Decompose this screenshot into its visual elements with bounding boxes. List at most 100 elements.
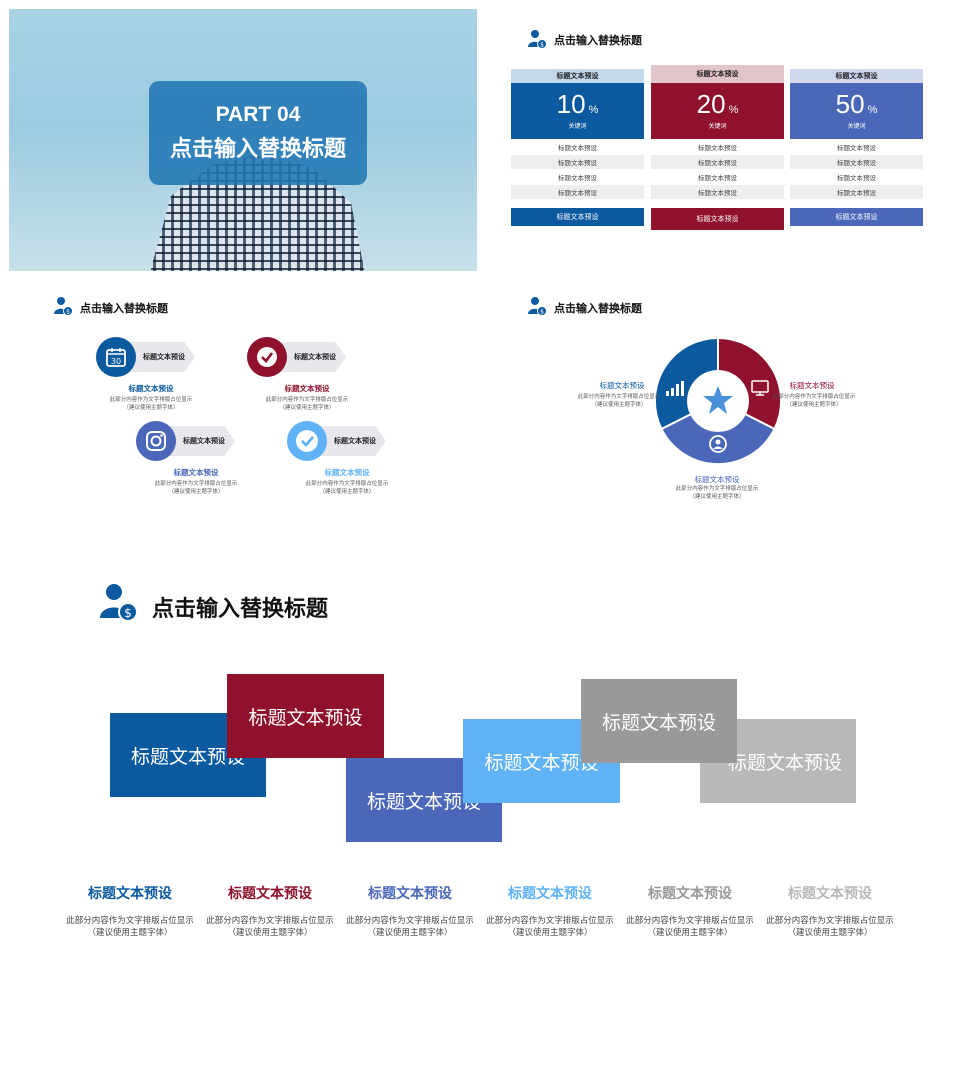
ribbon-box-6: 标题文本预设 <box>700 719 856 803</box>
column-header: 标题文本预设 <box>790 69 923 83</box>
item-title: 标题文本预设 <box>284 384 330 393</box>
person-dollar-icon: $ <box>54 297 73 316</box>
value-unit: % <box>588 104 599 116</box>
value-unit: % <box>728 104 739 116</box>
item-title: 标题文本预设 <box>173 468 219 477</box>
ribbon-label: 标题文本预设 <box>601 712 716 734</box>
bar-chart-icon <box>666 381 684 396</box>
value-number: 10 <box>556 89 586 119</box>
value-number: 50 <box>835 89 865 119</box>
desc-line: 此部分内容作为文字排版占位显示 <box>206 915 334 925</box>
desc-line: 此部分内容作为文字排版占位显示 <box>577 394 661 400</box>
star-icon <box>703 386 733 414</box>
svg-text:$: $ <box>124 606 132 620</box>
desc-line: 此部分内容作为文字排版占位显示 <box>265 397 349 403</box>
svg-text:$: $ <box>540 42 544 49</box>
desc-line: 此部分内容作为文字排版占位显示 <box>66 915 194 925</box>
column-value-block: 10% 关键词 <box>511 83 644 139</box>
arrow-label: 标题文本预设 <box>183 438 225 445</box>
step-title-4: 标题文本预设 <box>508 885 592 901</box>
column-row: 标题文本预设 <box>511 170 644 184</box>
ribbon-label: 标题文本预设 <box>248 707 363 729</box>
keyword-label: 关键词 <box>708 124 727 130</box>
ribbon-box-2: 标题文本预设 <box>227 674 384 758</box>
instagram-icon <box>136 421 176 461</box>
ring-segment-periwinkle <box>660 412 776 466</box>
desc-line: 此部分内容作为文字排版占位显示 <box>626 915 754 925</box>
desc-line: 此部分内容作为文字排版占位显示 <box>305 481 389 487</box>
column-header: 标题文本预设 <box>511 69 644 83</box>
desc-line: （建议使用主题字体） <box>319 489 375 495</box>
keyword-label: 关键词 <box>568 124 587 130</box>
slide-ribbon-steps: $ 点击输入替换标题 标题文本预设 标题文本预设 标题文本预设 标题文本预设 标… <box>0 550 960 1084</box>
step-desc-2: 此部分内容作为文字排版占位显示 （建议使用主题字体） <box>200 914 340 938</box>
monitor-icon <box>751 380 769 396</box>
svg-text:$: $ <box>540 309 544 316</box>
svg-text:$: $ <box>66 309 70 316</box>
slide-part-cover: PART 04 点击输入替换标题 <box>9 9 477 271</box>
desc-line: （建议使用主题字体） <box>786 402 842 408</box>
desc-line: （建议使用主题字体） <box>227 927 313 937</box>
column-header: 标题文本预设 <box>651 65 784 83</box>
ribbon-label: 标题文本预设 <box>366 791 481 813</box>
column-footer: 标题文本预设 <box>511 208 644 226</box>
desc-line: （建议使用主题字体） <box>87 927 173 937</box>
arrow-label: 标题文本预设 <box>294 354 336 361</box>
slide-title: 点击输入替换标题 <box>152 596 329 621</box>
column-row: 标题文本预设 <box>790 155 923 169</box>
keyword-label: 关键词 <box>847 124 866 130</box>
desc-line: （建议使用主题字体） <box>507 927 593 937</box>
step-desc-1: 此部分内容作为文字排版占位显示 （建议使用主题字体） <box>60 914 200 938</box>
ribbon-box-5: 标题文本预设 <box>581 679 737 763</box>
ring-label-left: 标题文本预设 <box>599 381 645 390</box>
check-circle-icon <box>247 337 287 377</box>
desc-line: 此部分内容作为文字排版占位显示 <box>675 486 759 492</box>
desc-line: （建议使用主题字体） <box>123 405 179 411</box>
svg-text:30: 30 <box>111 357 121 366</box>
part-label: PART 04 <box>215 103 301 126</box>
slide-title: 点击输入替换标题 <box>554 35 642 47</box>
ring-label-bottom: 标题文本预设 <box>694 475 740 484</box>
ring-segment-red <box>717 336 782 431</box>
person-dollar-icon: $ <box>528 297 547 316</box>
slide-title: 点击输入替换标题 <box>554 303 642 315</box>
value-number: 20 <box>696 89 726 119</box>
item-desc: 此部分内容作为文字排版占位显示（建议使用主题字体） <box>146 480 246 496</box>
ring-label-right: 标题文本预设 <box>789 381 835 390</box>
column-row: 标题文本预设 <box>790 170 923 184</box>
ring-desc-bottom: 此部分内容作为文字排版占位显示 （建议使用主题字体） <box>667 485 767 501</box>
cover-title: 点击输入替换标题 <box>169 136 346 161</box>
arrow-label: 标题文本预设 <box>334 438 376 445</box>
desc-line: （建议使用主题字体） <box>591 402 647 408</box>
item-desc: 此部分内容作为文字排版占位显示 （建议使用主题字体） <box>101 396 201 412</box>
person-dollar-icon: $ <box>528 30 547 49</box>
step-title-5: 标题文本预设 <box>648 885 732 901</box>
step-desc-6: 此部分内容作为文字排版占位显示（建议使用主题字体） <box>760 914 900 938</box>
column-row: 标题文本预设 <box>511 155 644 169</box>
step-title-3: 标题文本预设 <box>368 885 452 901</box>
person-dollar-icon: $ <box>100 584 138 622</box>
step-title-2: 标题文本预设 <box>228 885 312 901</box>
column-row: 标题文本预设 <box>790 140 923 154</box>
desc-line: 此部分内容作为文字排版占位显示 <box>109 397 193 403</box>
desc-line: 此部分内容作为文字排版占位显示 <box>766 915 894 925</box>
ring-chart <box>654 336 782 466</box>
column-row: 标题文本预设 <box>790 185 923 199</box>
item-title: 标题文本预设 <box>128 384 174 393</box>
step-desc-5: 此部分内容作为文字排版占位显示（建议使用主题字体） <box>620 914 760 938</box>
step-desc-3: 此部分内容作为文字排版占位显示（建议使用主题字体） <box>340 914 480 938</box>
column-row: 标题文本预设 <box>651 170 784 184</box>
check-badge-icon <box>287 421 327 461</box>
desc-line: （建议使用主题字体） <box>279 405 335 411</box>
desc-line: 此部分内容作为文字排版占位显示 <box>346 915 474 925</box>
column-row: 标题文本预设 <box>651 155 784 169</box>
desc-line: （建议使用主题字体） <box>689 494 745 500</box>
refresh-user-icon <box>709 435 727 453</box>
ring-desc-right: 此部分内容作为文字排版占位显示（建议使用主题字体） <box>764 393 864 409</box>
column-value-block: 20% 关键词 <box>651 83 784 139</box>
column-footer: 标题文本预设 <box>790 208 923 226</box>
ribbon-label: 标题文本预设 <box>130 746 245 768</box>
calendar-icon: 30 <box>96 337 136 377</box>
step-title-6: 标题文本预设 <box>788 885 872 901</box>
